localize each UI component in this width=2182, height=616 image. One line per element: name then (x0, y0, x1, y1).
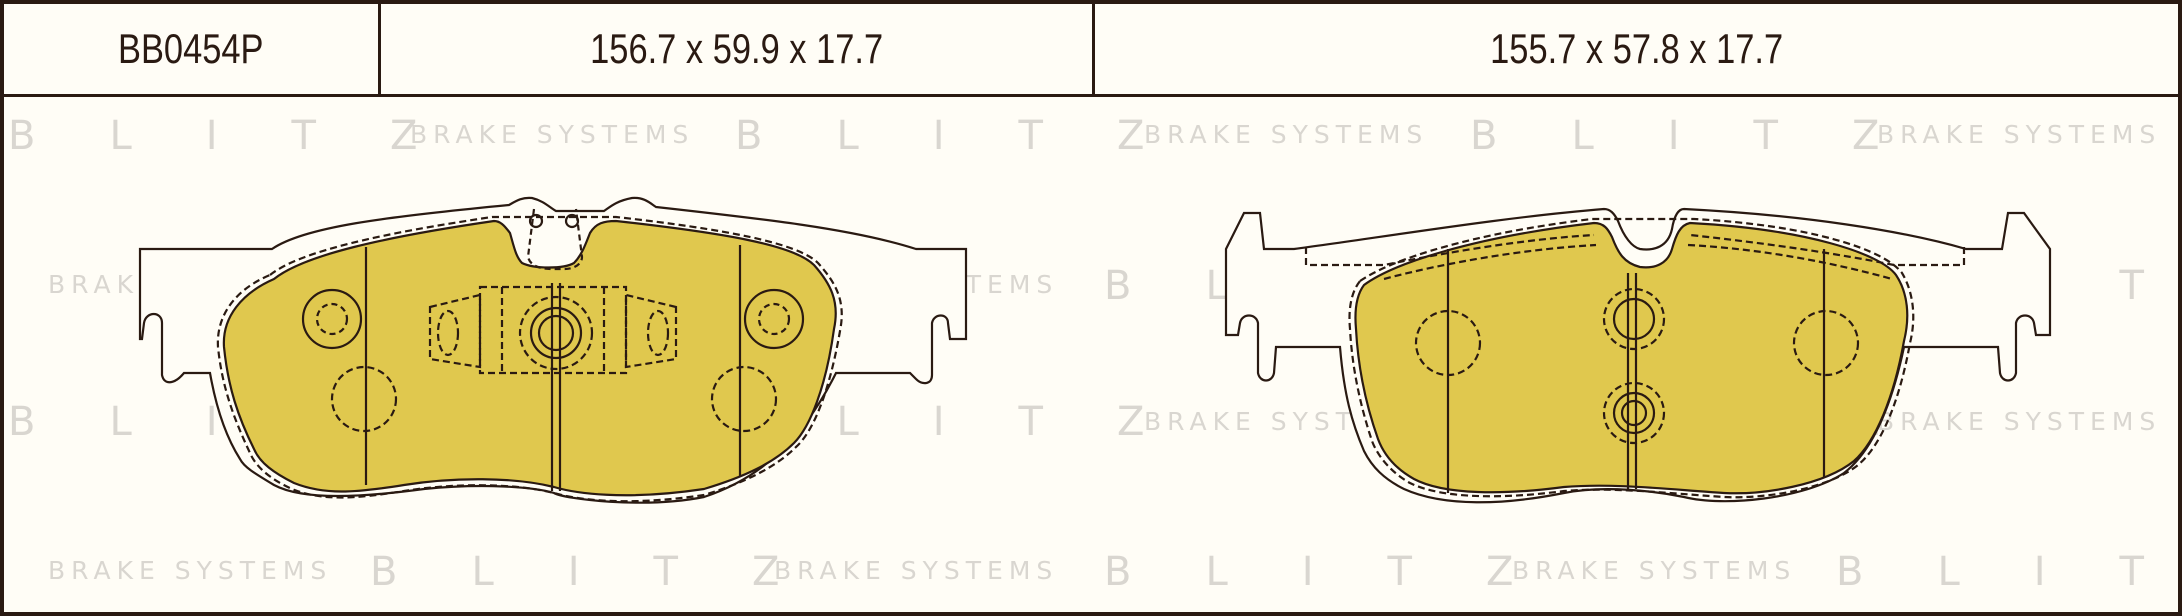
right-piston-circle (1612, 391, 1656, 435)
watermark-brand: BLITZ (1104, 549, 1587, 595)
left-piston-circle (537, 314, 575, 352)
left-mount-hole (743, 288, 805, 350)
right-piston-dashed (1602, 287, 1666, 351)
left-outline-dashed (216, 215, 843, 503)
watermark-tagline: BRAKE SYSTEMS (410, 120, 694, 149)
left-clip-hole (564, 213, 580, 229)
brake-pad-drawing: BLITZ BRAKE SYSTEMS BLITZ BRAKE SYSTEMS … (8, 113, 2178, 595)
right-piston-dashed (1602, 381, 1666, 445)
left-piston-boss (428, 285, 678, 375)
watermark-brand: BLITZ (370, 549, 853, 595)
dimensions-left-cell: 156.7 x 59.9 x 17.7 (381, 4, 1095, 94)
watermark-brand: BLITZ (8, 113, 491, 159)
watermark-tagline: BRAKE SYSTEMS (1877, 407, 2161, 436)
left-rivet-dashed (710, 365, 778, 433)
left-clip-hole (528, 213, 544, 229)
right-brake-pad (1224, 207, 2052, 504)
right-piston-circle (1612, 297, 1656, 341)
watermark-tagline: BRAKE SYSTEMS (48, 556, 332, 585)
watermark-brand: BLITZ (1470, 113, 1953, 159)
watermark-brand: BLITZ (735, 113, 1218, 159)
part-number-cell: BB0454P (4, 4, 381, 94)
left-mount-hole (301, 288, 363, 350)
watermark-tagline: BRAKE SYSTEMS (774, 556, 1058, 585)
right-rivet-dashed (1792, 309, 1860, 377)
left-brake-pad (138, 196, 968, 504)
watermark-brand: BLITZ (1836, 549, 2178, 595)
right-top-dashed (1689, 233, 1966, 267)
left-mount-hole-inner (757, 302, 791, 336)
right-outline-dashed (1348, 217, 1915, 499)
right-piston-circle (1620, 399, 1648, 427)
left-mount-hole-inner (315, 302, 349, 336)
dimensions-right: 155.7 x 57.8 x 17.7 (1490, 25, 1783, 72)
part-number: BB0454P (118, 25, 264, 72)
dimensions-right-cell: 155.7 x 57.8 x 17.7 (1095, 4, 2178, 94)
left-clip-dashed (526, 208, 584, 271)
watermark-tagline: BRAKE SYSTEMS (1144, 120, 1428, 149)
left-piston-circle (529, 306, 583, 360)
header-table: BB0454P 156.7 x 59.9 x 17.7 155.7 x 57.8… (4, 4, 2178, 97)
dimensions-left: 156.7 x 59.9 x 17.7 (590, 25, 883, 72)
left-rivet-dashed (330, 365, 398, 433)
watermark-tagline: BRAKE SYSTEMS (1512, 556, 1796, 585)
watermark-tagline: BRAKE SYSTEMS (1877, 120, 2161, 149)
left-friction-material (222, 219, 837, 497)
right-friction-material (1354, 221, 1909, 495)
right-rivet-dashed (1414, 309, 1482, 377)
right-top-dashed (1383, 243, 1893, 281)
right-top-dashed (1304, 233, 1595, 267)
